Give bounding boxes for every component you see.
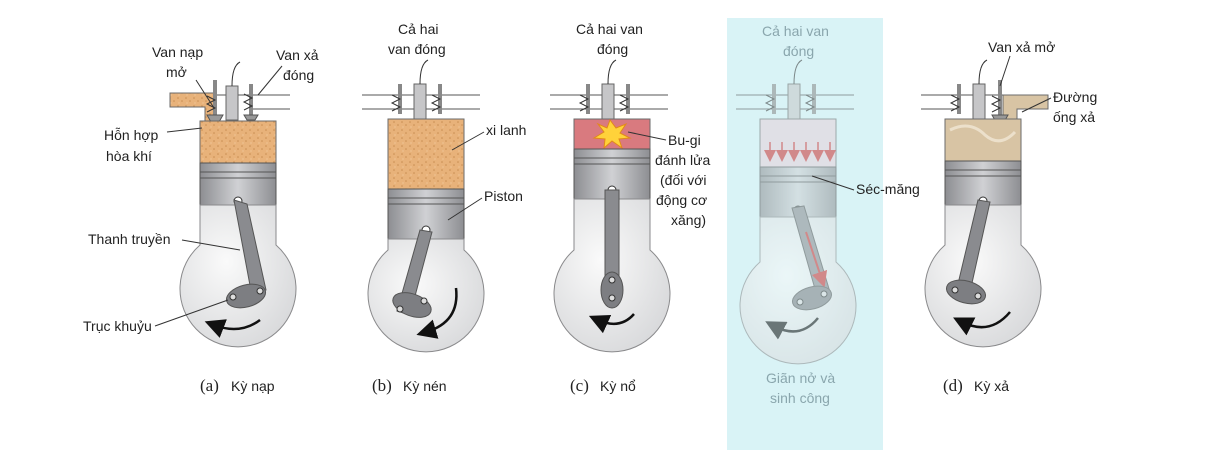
label-exhaust-valve-open: Van xả mở [988,39,1055,55]
label-intake-valve-line2: mở [166,64,187,80]
engine-compression [362,59,485,353]
label-both-valves-closed-c-line2: đóng [597,41,628,57]
spark-burst-icon [592,118,632,150]
caption-b-letter: (b) [372,376,392,395]
exhaust-valve-icon [242,84,259,121]
caption-b: (b) Kỳ nén [372,376,447,395]
label-spark-plug-line2: đánh lửa [655,152,711,168]
caption-d-letter: (d) [943,376,963,395]
engine-expansion [736,59,857,365]
caption-d-text: Kỳ xả [974,378,1009,394]
label-mixture-line2: hòa khí [106,148,152,164]
label-both-valves-closed-expansion-line1: Cả hai van [762,23,829,39]
caption-a: (a) Kỳ nạp [200,376,275,395]
label-exhaust-pipe-line1: Đường [1053,89,1097,105]
label-expansion-line2: sinh công [770,390,830,406]
caption-a-text: Kỳ nạp [231,378,275,394]
label-mixture-line1: Hỗn hợp [104,127,159,143]
label-both-valves-closed-b-line1: Cả hai [398,21,438,37]
label-exhaust-pipe-line2: ống xả [1053,109,1095,125]
intake-valve-icon [205,80,224,123]
label-spark-plug-line4: động cơ [656,192,707,208]
caption-c-letter: (c) [570,376,589,395]
label-exhaust-valve-line2: đóng [283,67,314,83]
label-connecting-rod: Thanh truyền [88,231,171,247]
caption-b-text: Kỳ nén [403,378,447,394]
caption-c-text: Kỳ nổ [600,378,636,394]
spark-plug-icon [225,61,241,121]
label-piston-ring: Séc-măng [856,181,920,197]
rotation-arrow-icon [204,318,261,338]
engine-power [550,59,671,353]
engine-intake [169,61,297,348]
rotation-arrow-icon [953,311,1011,336]
label-cylinder: xi lanh [486,122,526,138]
label-spark-plug-line1: Bu-gi [668,132,701,148]
caption-d: (d) Kỳ xả [943,376,1009,395]
engine-exhaust [921,59,1049,348]
label-both-valves-closed-c-line1: Cả hai van [576,21,643,37]
caption-c: (c) Kỳ nổ [570,376,636,395]
downward-force-arrows-icon [764,142,836,162]
label-crankshaft: Trục khuỷu [83,318,152,334]
label-spark-plug-line3: (đối với [660,172,707,188]
label-intake-valve-line1: Van nạp [152,44,203,60]
label-piston: Piston [484,188,523,204]
label-spark-plug-line5: xăng) [671,212,706,228]
rotation-arrow-icon [416,287,458,339]
label-expansion-line1: Giãn nở và [766,370,835,386]
caption-a-letter: (a) [200,376,219,395]
label-exhaust-valve-line1: Van xả [276,47,319,63]
rotation-arrow-icon [765,317,819,340]
label-both-valves-closed-b-line2: van đóng [388,41,446,57]
rotation-arrow-icon [588,313,635,334]
label-both-valves-closed-expansion-line2: đóng [783,43,814,59]
